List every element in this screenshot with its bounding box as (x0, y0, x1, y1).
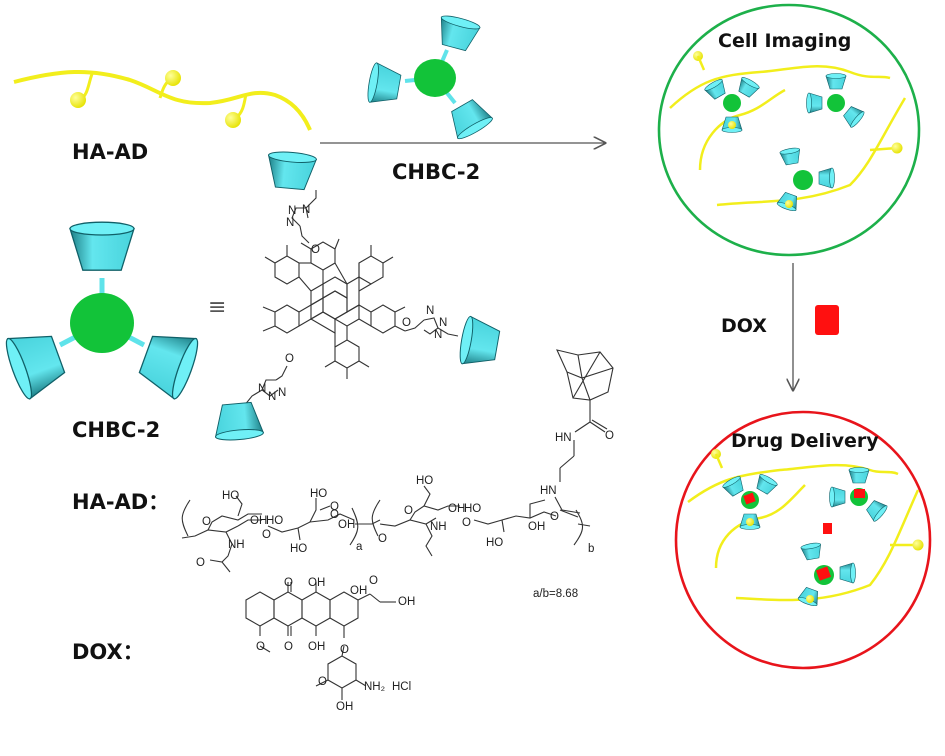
svg-text:HO: HO (222, 490, 239, 502)
svg-text:HO: HO (486, 537, 503, 549)
svg-text:NH: NH (430, 521, 447, 533)
adamantane-structure (554, 349, 614, 518)
svg-text:O: O (369, 575, 378, 587)
svg-text:N: N (434, 329, 442, 341)
svg-text:O: O (330, 509, 339, 521)
svg-text:OH: OH (350, 585, 367, 597)
dox-structure-label: DOX： (72, 636, 144, 666)
svg-text:OH: OH (448, 503, 465, 515)
colon: ： (122, 640, 144, 664)
svg-text:N: N (288, 205, 296, 217)
svg-text:a: a (356, 541, 363, 553)
cd-left-structure-icon (212, 401, 265, 443)
svg-text:HO: HO (310, 488, 327, 500)
ha-ad-atom-labels: HO O OH HO O NH O HO HO O OH O HO O OH H… (196, 475, 594, 569)
colon: ： (148, 490, 170, 514)
svg-text:HO: HO (266, 515, 283, 527)
svg-text:OH: OH (338, 519, 355, 531)
svg-text:O: O (311, 244, 320, 256)
svg-text:O: O (402, 317, 411, 329)
amide-o-label: O (605, 430, 614, 442)
svg-text:HO: HO (290, 543, 307, 555)
svg-text:OH: OH (308, 641, 325, 653)
svg-text:HO: HO (416, 475, 433, 487)
drug-delivery-panel: Drug Delivery (674, 410, 932, 670)
ha-ad-structure-text: HA-AD (72, 490, 149, 514)
svg-text:O: O (318, 676, 327, 688)
svg-text:NH: NH (228, 539, 245, 551)
amide-nh-label: HN (555, 432, 572, 444)
ha-ad-label: HA-AD (72, 140, 149, 164)
svg-text:N: N (278, 387, 286, 399)
chbc2-cartoon-icon (365, 13, 495, 142)
svg-text:O: O (404, 505, 413, 517)
cell-imaging-title: Cell Imaging (718, 30, 851, 52)
cd-right-structure-icon (457, 315, 502, 370)
drug-delivery-title: Drug Delivery (731, 430, 879, 452)
svg-text:O: O (285, 353, 294, 365)
dox-structure (245, 582, 396, 700)
svg-text:OH: OH (336, 701, 353, 713)
dox-atom-labels: O OH OH O OH O OH O O O NH₂ HCl OH (256, 575, 415, 713)
hbc-core-structure (243, 190, 459, 407)
dox-molecule-icon (815, 305, 839, 335)
svg-text:O: O (284, 577, 293, 589)
svg-text:O: O (462, 517, 471, 529)
svg-text:OH: OH (308, 577, 325, 589)
svg-text:HO: HO (464, 503, 481, 515)
svg-text:b: b (588, 543, 594, 555)
svg-text:N: N (258, 383, 266, 395)
dox-arrow-label: DOX (721, 315, 767, 337)
svg-text:O: O (256, 641, 265, 653)
svg-text:O: O (284, 641, 293, 653)
chbc2-label-top: CHBC-2 (392, 160, 481, 184)
svg-text:O: O (378, 533, 387, 545)
svg-text:OH: OH (250, 515, 267, 527)
svg-text:O: O (330, 501, 339, 513)
svg-text:HCl: HCl (392, 681, 411, 693)
cd-top-structure-icon (265, 149, 318, 191)
chbc2-label-left: CHBC-2 (72, 418, 161, 442)
svg-text:NH₂: NH₂ (364, 681, 385, 693)
svg-text:O: O (340, 644, 349, 656)
svg-text:O: O (202, 516, 211, 528)
svg-text:O: O (262, 529, 271, 541)
svg-text:OH: OH (528, 521, 545, 533)
hbc-atom-labels: N N N O N N N O N N N O (258, 204, 447, 403)
ha-ad-chain-icon (13, 69, 312, 131)
dox-structure-text: DOX (72, 640, 123, 664)
ha-ad-repeat-structure (181, 485, 591, 573)
amide-nh2-label: HN (540, 485, 557, 497)
ha-ad-structure-label: HA-AD： (72, 486, 169, 516)
svg-text:OH: OH (398, 596, 415, 608)
ratio-label: a/b=8.68 (533, 588, 578, 600)
svg-text:N: N (439, 317, 447, 329)
svg-text:O: O (196, 557, 205, 569)
svg-text:O: O (550, 511, 559, 523)
svg-text:N: N (426, 305, 434, 317)
equivalence-sign: ≡ (208, 295, 226, 320)
cell-imaging-panel: Cell Imaging (657, 3, 921, 257)
svg-text:N: N (268, 391, 276, 403)
chbc2-large-cartoon-icon (1, 221, 203, 402)
svg-text:N: N (302, 204, 310, 216)
svg-text:N: N (286, 217, 294, 229)
